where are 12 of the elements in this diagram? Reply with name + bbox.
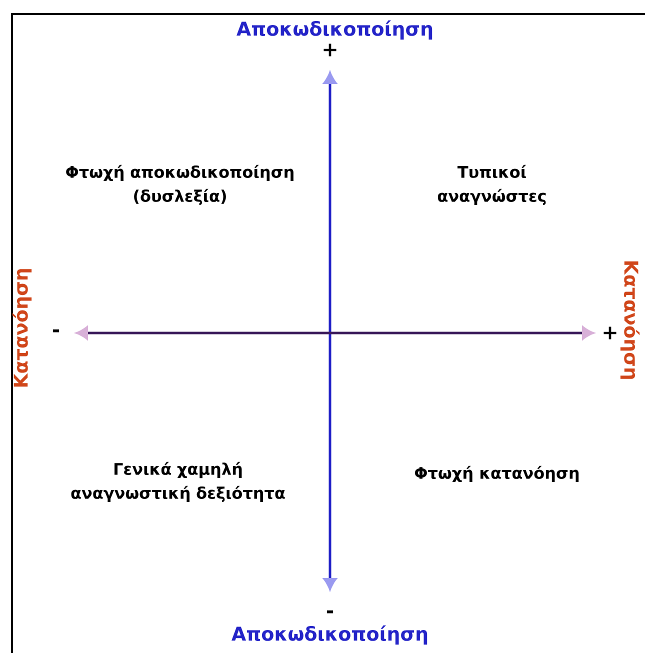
quadrant-label: Φτωχή αποκωδικοποίηση (δυσλεξία): [66, 164, 294, 206]
axis-label: Αποκωδικοποίηση: [236, 20, 432, 40]
plus-sign: +: [604, 326, 616, 340]
axis-label: Κατανόηση: [12, 269, 32, 387]
axis-label: Κατανόηση: [620, 261, 640, 379]
quadrant-label: Φτωχή κατανόηση: [414, 466, 579, 482]
minus-sign: -: [326, 610, 334, 614]
quadrant-label: Γενικά χαμηλή αναγνωστική δεξιότητα: [71, 462, 285, 502]
quadrant-label: Τυπικοί αναγνώστες: [438, 164, 546, 206]
plus-sign: +: [324, 44, 336, 56]
axis-label: Αποκωδικοποίηση: [232, 625, 428, 645]
minus-sign: -: [52, 329, 60, 332]
